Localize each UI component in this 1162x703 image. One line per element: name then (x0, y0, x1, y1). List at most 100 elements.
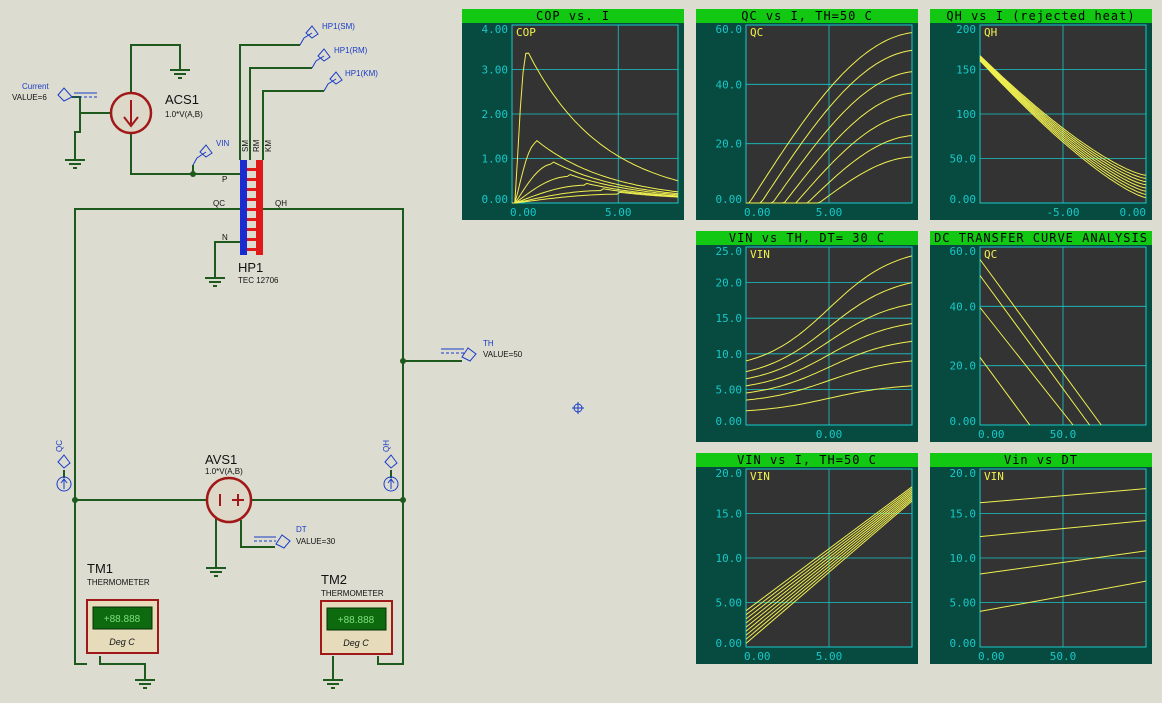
trace-curve (979, 59, 1147, 195)
y-tick-label: 10.0 (950, 552, 977, 565)
acs1-name: ACS1 (165, 92, 199, 107)
wire[interactable] (377, 656, 403, 665)
hp1-peltier-module[interactable] (240, 160, 263, 255)
y-tick-label: 2.00 (482, 108, 509, 121)
x-tick-label: 5.00 (816, 650, 843, 663)
trace-curve (745, 385, 913, 412)
wire[interactable] (74, 208, 240, 665)
tm2-thermometer[interactable] (320, 600, 393, 655)
y-tick-label: 150 (956, 64, 976, 77)
hp1-rm-probe-icon[interactable] (311, 48, 331, 69)
vin-probe-icon[interactable] (192, 144, 213, 166)
wire[interactable] (72, 96, 110, 114)
trace-curve (512, 52, 679, 204)
trace-curve (745, 495, 913, 632)
y-tick-label: 20.0 (950, 360, 977, 373)
trace-curve (745, 497, 913, 636)
current-gen-flag-icon[interactable] (57, 87, 97, 102)
graph-title: COP vs. I (462, 9, 684, 23)
trace-curve (745, 498, 913, 640)
schematic-canvas[interactable]: ACS1 1.0*V(A,B) Current VALUE=6 VIN HP1(… (0, 0, 690, 703)
trace-curve (512, 188, 679, 204)
trace-curve (512, 191, 679, 204)
junction-dot (400, 358, 406, 364)
y-tick-label: 40.0 (950, 300, 977, 313)
acs1-current-source[interactable] (109, 91, 153, 135)
trace-curve (512, 140, 679, 204)
wire[interactable] (249, 67, 312, 160)
y-tick-label: 4.00 (482, 23, 509, 36)
trace-curve (745, 255, 913, 362)
wire[interactable] (74, 113, 81, 160)
wire[interactable] (262, 90, 324, 160)
qc-current-probe-icon[interactable] (56, 454, 72, 492)
wire[interactable] (99, 656, 146, 680)
y-tick-label: 0.00 (950, 415, 977, 428)
trace-label: QC (984, 248, 997, 261)
junction-dot (400, 497, 406, 503)
y-tick-label: 5.00 (716, 597, 743, 610)
y-tick-label: 1.00 (482, 153, 509, 166)
vin-probe-label: VIN (216, 139, 230, 148)
y-tick-label: 0.00 (716, 415, 743, 428)
trace-label: VIN (984, 470, 1004, 483)
th-gen-label: TH (483, 339, 494, 348)
trace-curve (979, 58, 1147, 192)
wire[interactable] (240, 520, 275, 548)
y-tick-label: 200 (956, 23, 976, 36)
current-gen-label: Current (22, 82, 49, 91)
dt-gen-flag-icon[interactable] (254, 534, 291, 549)
y-tick-label: 0.00 (716, 637, 743, 650)
graph-title: QC vs I, TH=50 C (696, 9, 918, 23)
current-gen-value: VALUE=6 (12, 93, 47, 102)
y-tick-label: 20.0 (950, 467, 977, 480)
hp1-pin-sm: SM (241, 140, 250, 152)
x-tick-label: 5.00 (816, 206, 843, 219)
hp1-part: TEC 12706 (238, 276, 279, 285)
graph-title: QH vs I (rejected heat) (930, 9, 1152, 23)
trace-curve (979, 580, 1147, 612)
trace-curve (745, 490, 913, 620)
trace-curve (979, 357, 1031, 426)
x-tick-label: 0.00 (816, 428, 843, 441)
y-tick-label: 20.0 (716, 467, 743, 480)
junction-dot (72, 497, 78, 503)
tm1-thermometer[interactable] (86, 599, 159, 654)
trace-curve (979, 275, 1091, 426)
x-tick-label: 0.00 (510, 206, 537, 219)
hp1-km-probe-icon[interactable] (323, 71, 343, 92)
qh-current-probe-icon[interactable] (383, 454, 399, 492)
hp1-sm-probe-icon[interactable] (299, 25, 319, 46)
trace-curve (745, 282, 913, 373)
y-tick-label: 0.00 (482, 193, 509, 206)
avs1-name: AVS1 (205, 452, 237, 467)
hp1-pin-n: N (222, 233, 228, 242)
wire[interactable] (239, 44, 300, 160)
y-tick-label: 3.00 (482, 64, 509, 77)
y-tick-label: 50.0 (950, 153, 977, 166)
x-tick-label: 0.00 (1120, 206, 1147, 219)
th-gen-flag-icon[interactable] (441, 347, 477, 362)
acs1-expr: 1.0*V(A,B) (165, 110, 203, 119)
hp1-rm-probe-label: HP1(RM) (334, 46, 368, 55)
x-tick-label: 0.00 (978, 650, 1005, 663)
y-tick-label: 0.00 (950, 637, 977, 650)
wire[interactable] (130, 44, 181, 95)
trace-curve (979, 56, 1147, 183)
avs1-voltage-source[interactable] (205, 476, 253, 524)
trace-curve (745, 491, 913, 624)
trace-curve (745, 360, 913, 401)
trace-curve (745, 500, 913, 644)
trace-curve (979, 58, 1147, 189)
trace-curve (745, 303, 913, 380)
trace-curve (979, 550, 1147, 575)
wire[interactable] (214, 241, 240, 278)
wire[interactable] (130, 133, 240, 175)
